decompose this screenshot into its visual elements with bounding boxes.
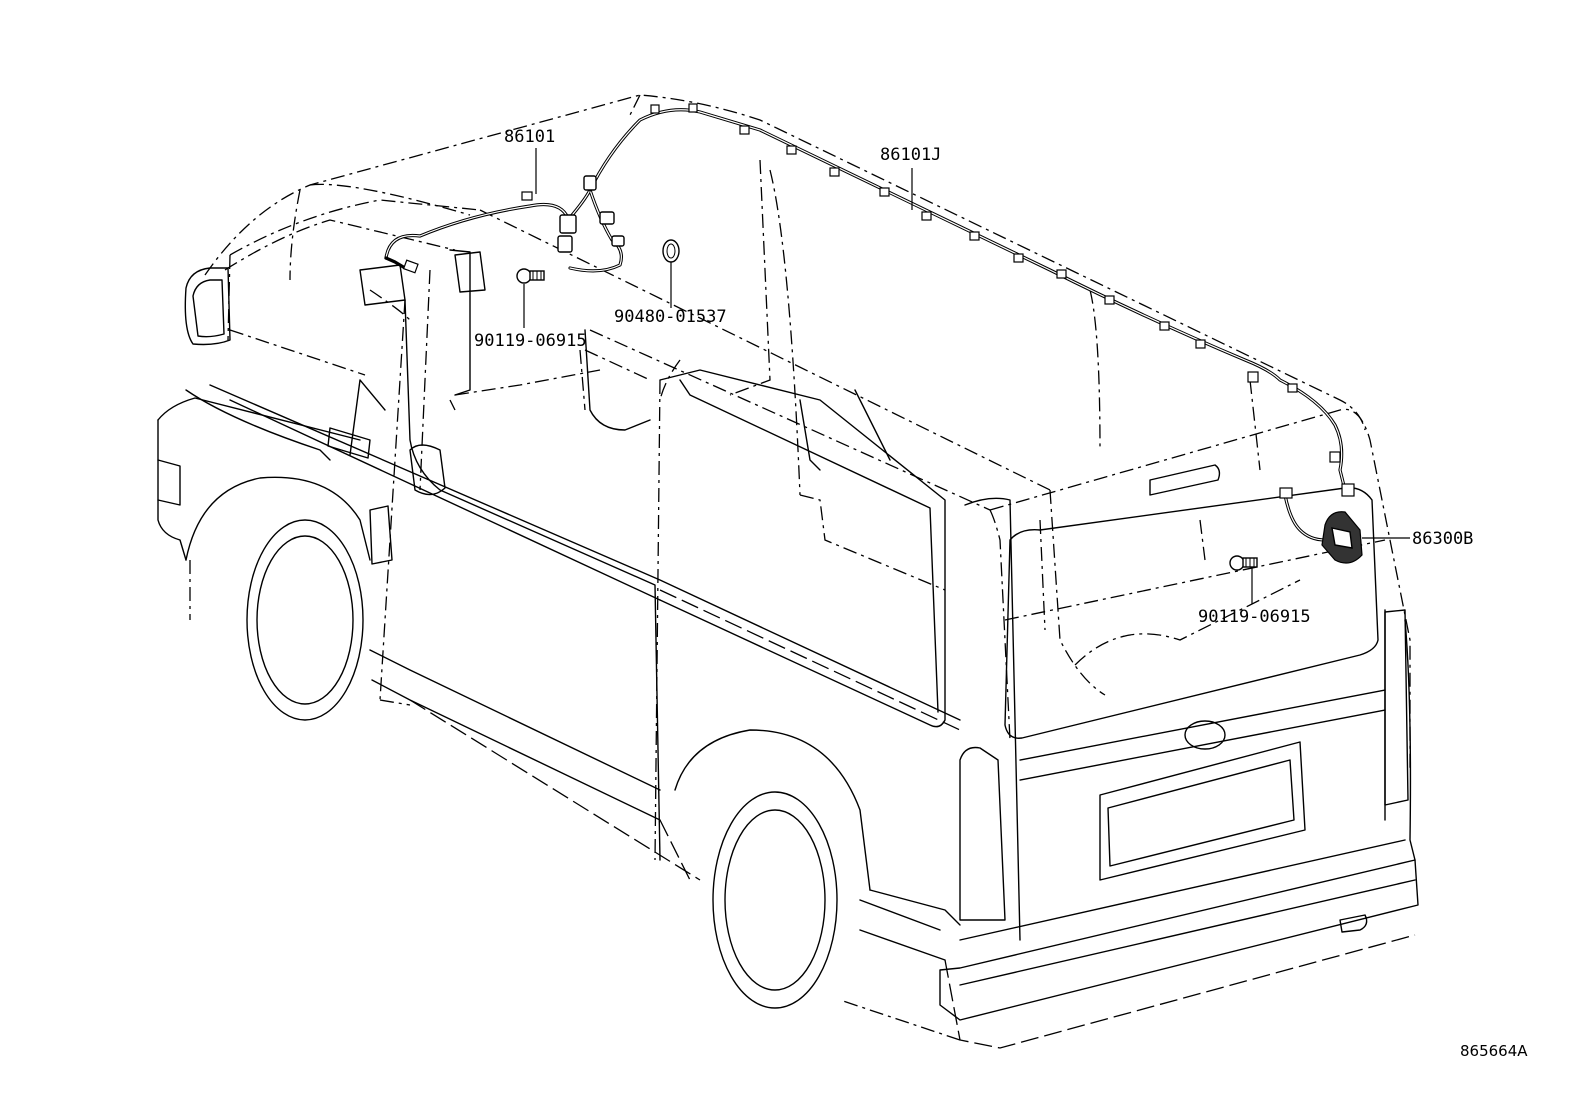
module-86300b bbox=[1321, 511, 1363, 564]
callout-86300b: 86300B bbox=[1412, 529, 1473, 549]
wire-harness bbox=[384, 108, 1347, 542]
callout-86101: 86101 bbox=[504, 127, 555, 147]
grommet-90480-01537 bbox=[662, 239, 680, 263]
bolt-front bbox=[516, 268, 545, 284]
leader-lines bbox=[523, 148, 1410, 604]
van-body bbox=[157, 249, 1419, 1021]
callout-90119-06915-front: 90119-06915 bbox=[474, 331, 587, 351]
front-connectors bbox=[557, 175, 625, 253]
van-ghost-lines bbox=[189, 94, 1416, 1049]
harness-clips bbox=[402, 103, 1355, 499]
callout-90480-01537: 90480-01537 bbox=[614, 307, 727, 327]
bolt-rear bbox=[1229, 555, 1258, 571]
callout-86101j: 86101J bbox=[880, 145, 941, 165]
callout-90119-06915-rear: 90119-06915 bbox=[1198, 607, 1311, 627]
figure-code: 865664A bbox=[1460, 1042, 1528, 1060]
